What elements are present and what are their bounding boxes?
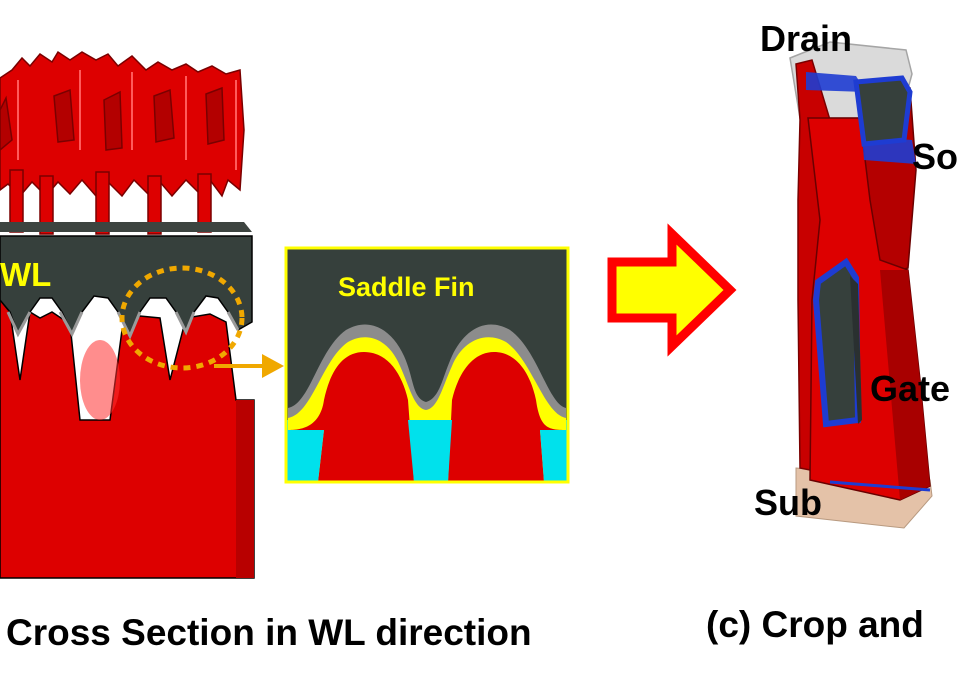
highlight-arrowhead (262, 354, 284, 378)
saddle-highlight-ellipse (119, 265, 245, 371)
bottom-oxide-line (829, 480, 931, 492)
isolation-gaps (288, 420, 566, 482)
right-caption: (c) Crop and (706, 604, 924, 645)
wl-cross-section-3d (0, 50, 284, 579)
upper-gate (853, 75, 913, 147)
top-plate (0, 222, 252, 232)
wl-label: WL (0, 256, 52, 293)
process-arrow (607, 223, 737, 357)
silicon-side (236, 400, 254, 578)
source-label: So (912, 136, 959, 177)
saddle-fin-left (288, 352, 414, 482)
wl-gate-oxide (6, 311, 240, 340)
saddle-fin-inset (284, 246, 570, 484)
drain-label: Drain (760, 18, 853, 59)
saddle-fin-right (448, 352, 566, 482)
top-pillars (0, 50, 245, 235)
main-gate-side (850, 276, 862, 424)
fin-highlight (80, 340, 120, 420)
gate-label: Gate (870, 368, 951, 409)
saddle-fin-label: Saddle Fin (338, 272, 475, 302)
cropped-transistor (789, 41, 933, 529)
sub-label: Sub (754, 482, 822, 523)
pillar-highlights (17, 70, 237, 170)
inset-border (284, 246, 570, 484)
drain-contact-blue (806, 72, 866, 92)
fin-shadow (880, 270, 930, 500)
left-caption: Cross Section in WL direction (6, 612, 532, 653)
